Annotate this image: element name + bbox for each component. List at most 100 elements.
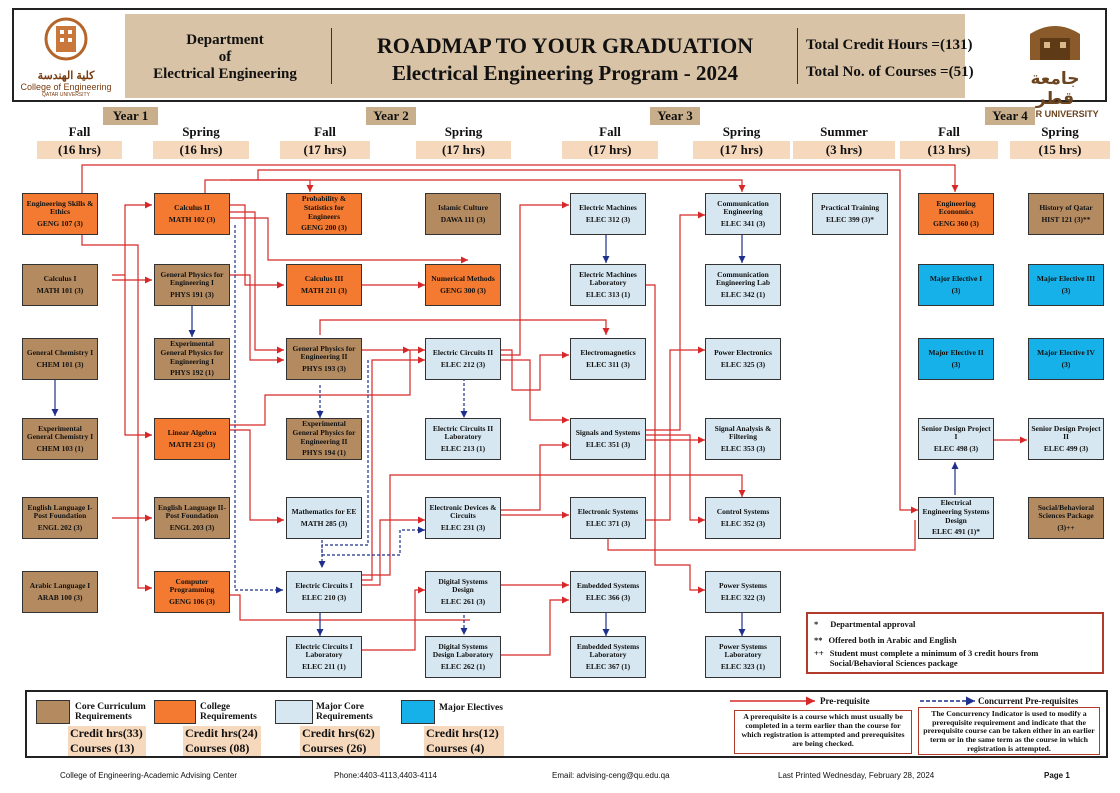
course-phys192[interactable]: Experimental General Physics for Enginee… <box>154 338 230 380</box>
course-phys194[interactable]: Experimental General Physics for Enginee… <box>286 418 362 460</box>
course-title: Calculus III <box>304 273 344 283</box>
course-title: General Physics for Engineering I <box>160 269 224 288</box>
prereq-line <box>607 520 916 551</box>
course-code: ELEC 325 (3) <box>720 359 766 369</box>
course-title: Embedded Systems <box>576 580 640 590</box>
legend-arrows <box>730 696 975 706</box>
course-code: GENG 200 (3) <box>301 223 347 233</box>
prereq-line <box>230 429 284 524</box>
course-code: (3) <box>951 285 961 295</box>
course-title: Digital Systems Design Laboratory <box>432 641 494 660</box>
course-title: Electric Machines Laboratory <box>579 269 637 288</box>
course-code: ELEC 499 (3) <box>1043 443 1089 453</box>
dept-line-2: of <box>218 49 232 65</box>
course-me4[interactable]: Major Elective IV(3) <box>1028 338 1104 380</box>
prereq-line <box>124 275 152 439</box>
college-name-english: College of Engineering <box>20 82 112 92</box>
course-me1[interactable]: Major Elective I(3) <box>918 264 994 306</box>
prereq-line <box>644 346 705 521</box>
prereq-line <box>204 179 746 195</box>
semester-name: Fall <box>314 124 336 139</box>
prereq-line <box>501 349 569 391</box>
legend-elective-label: Major Electives <box>439 703 503 713</box>
prereq-line <box>358 356 425 581</box>
semester-name: Fall <box>68 124 91 139</box>
course-title: Digital Systems Design <box>438 576 488 595</box>
concurrent-line <box>318 360 369 568</box>
prereq-line <box>230 217 468 264</box>
course-title: Electric Circuits I Laboratory <box>295 641 353 660</box>
course-code: MATH 211 (3) <box>300 285 348 295</box>
qu-logo: جامعة قطر QATAR UNIVERSITY <box>1010 16 1100 119</box>
prereq-line <box>358 586 425 651</box>
course-code: GENG 106 (3) <box>169 596 215 606</box>
dept-line-1: Department <box>186 32 264 48</box>
course-title: Calculus I <box>43 273 77 283</box>
semester-name: Fall <box>599 124 621 139</box>
course-code: (3)++ <box>1057 522 1075 532</box>
course-code: PHYS 191 (3) <box>170 289 214 299</box>
course-code: ELEC 366 (3) <box>585 592 631 602</box>
note-symbol: ** <box>814 635 823 645</box>
course-me3[interactable]: Major Elective III(3) <box>1028 264 1104 306</box>
course-code: ENGL 203 (3) <box>169 522 215 532</box>
course-sbs[interactable]: Social/Behavioral Sciences Package(3)++ <box>1028 497 1104 539</box>
legend-college-hrs: Credit hrs(24) <box>183 726 261 741</box>
course-math211[interactable]: Calculus III MATH 211 (3) <box>286 264 362 306</box>
legend-elective-swatch <box>401 700 435 724</box>
course-title: Linear Algebra <box>167 427 217 437</box>
qu-small: QATAR UNIVERSITY <box>42 92 90 98</box>
prereq-line <box>257 169 918 514</box>
prereq-line <box>644 434 705 524</box>
course-title: Electric Circuits I <box>295 580 353 590</box>
course-title: Experimental General Chemistry I <box>26 423 94 442</box>
legend-elective-hrs: Credit hrs(12) <box>424 726 504 741</box>
note-symbol: ++ <box>814 648 824 658</box>
course-me2[interactable]: Major Elective II(3) <box>918 338 994 380</box>
legend-concurrent-label: Concurrent Pre-requisites <box>978 696 1079 706</box>
